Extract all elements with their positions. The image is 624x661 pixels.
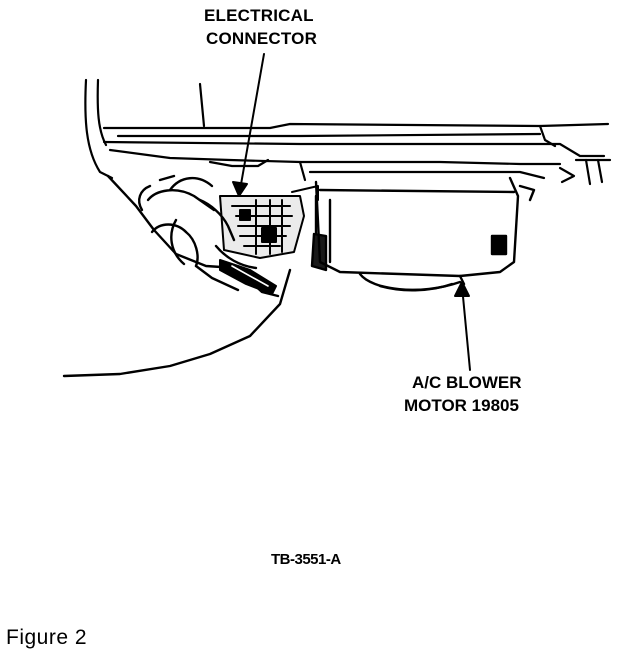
drawing-reference-code: TB-3551-A xyxy=(271,551,341,568)
motor-leader-arrow xyxy=(454,281,471,371)
dashboard-housing xyxy=(84,78,612,186)
blower-motor xyxy=(310,176,536,292)
electrical-connector xyxy=(219,185,319,295)
connector-leader-arrow xyxy=(232,53,265,197)
motor-label-line1: A/C BLOWER xyxy=(412,373,522,392)
figure-caption: Figure 2 xyxy=(6,626,88,649)
connector-label-line2: CONNECTOR xyxy=(206,29,318,48)
connector-label-line1: ELECTRICAL xyxy=(204,6,314,25)
motor-label-line2: MOTOR 19805 xyxy=(404,396,519,415)
